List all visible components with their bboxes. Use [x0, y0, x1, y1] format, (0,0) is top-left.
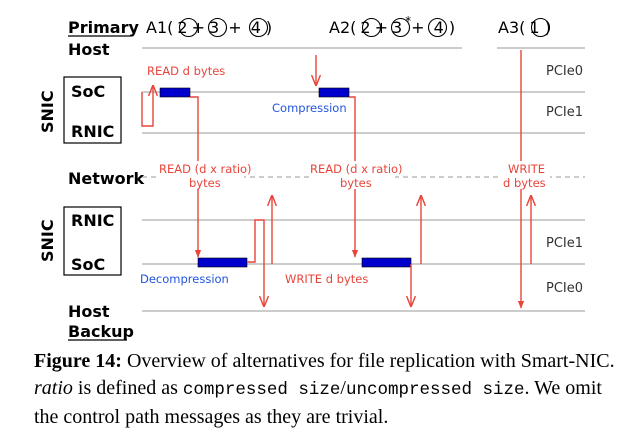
figure-label: Figure 14: [34, 350, 122, 372]
snic-bottom-box [63, 206, 122, 276]
soc-bottom-label: SoC [71, 255, 105, 274]
a1-read-ratio-arrow [190, 96, 202, 258]
snic-bottom-label: SNIC [38, 219, 57, 262]
decompression-block-a1 [197, 257, 248, 268]
circle-a1-4 [248, 17, 269, 38]
uncompressed-size-code: uncompressed size [345, 380, 525, 400]
header-a3: A3(1) [498, 18, 551, 37]
circle-a2-2 [361, 17, 382, 38]
a1-write-loop-arrow [247, 219, 264, 306]
pcie1-top-label: PCIe1 [546, 105, 583, 120]
decompression-label: Decompression [140, 272, 229, 286]
compression-block-a1 [159, 87, 191, 98]
circled-2-a2: 2 [360, 18, 370, 37]
circled-3-a2: 3 [392, 18, 402, 37]
snic-top-label: SNIC [38, 90, 57, 133]
a1-read-ratio-bytes: bytes [189, 176, 221, 190]
circled-4-a1: 4 [251, 18, 261, 37]
primary-label: Primary [68, 18, 139, 37]
circled-2-a1: 2 [177, 18, 187, 37]
snic-top-box [63, 76, 122, 144]
pcie1-bottom-label: PCIe1 [546, 236, 583, 251]
circle-a2-3 [390, 17, 411, 38]
host-top-label: Host [68, 40, 110, 59]
write-d-bytes-label: WRITE d bytes [285, 272, 368, 286]
header-a2: A2(2+3*+ 4) [329, 14, 455, 37]
circle-a1-2 [178, 17, 199, 38]
circle-a2-4 [427, 17, 448, 38]
a2-read-ratio-bytes: bytes [340, 176, 372, 190]
circle-a1-3 [207, 17, 228, 38]
decompression-block-a2 [361, 257, 412, 268]
backup-label: Backup [68, 322, 134, 341]
host-bottom-label: Host [68, 302, 110, 321]
read-d-bytes-label: READ d bytes [147, 64, 225, 78]
circled-3-a1: 3 [209, 18, 219, 37]
a2-read-ratio-label: READ (d x ratio) [310, 162, 403, 176]
soc-top-label: SoC [71, 82, 105, 101]
a2-read-ratio-arrow [349, 96, 359, 258]
circle-a3-1 [530, 17, 551, 38]
rnic-bottom-label: RNIC [71, 211, 114, 230]
a1-read-ratio-label: READ (d x ratio) [159, 162, 252, 176]
replication-diagram: Primary Host Network Host Backup SoC RNI… [38, 14, 585, 341]
a3-write-label: WRITE [508, 162, 545, 176]
compressed-size-code: compressed size [182, 380, 341, 400]
network-label: Network [68, 169, 145, 188]
compression-block-a2 [318, 87, 350, 98]
pcie0-bottom-label: PCIe0 [546, 281, 583, 296]
circled-4-a2: 4 [434, 18, 444, 37]
ratio-term: ratio [34, 377, 73, 399]
pcie0-top-label: PCIe0 [546, 64, 583, 79]
header-a1: A1(2+3 + 4) [146, 18, 272, 37]
rnic-top-label: RNIC [71, 122, 114, 141]
a1-read-loop-arrow [141, 86, 153, 127]
circled-1-a3: 1 [529, 18, 539, 37]
figure-caption: Figure 14: Overview of alternatives for … [34, 350, 615, 428]
a3-write-bytes: d bytes [503, 176, 546, 190]
star-mark: * [405, 14, 411, 28]
compression-label: Compression [272, 101, 347, 115]
